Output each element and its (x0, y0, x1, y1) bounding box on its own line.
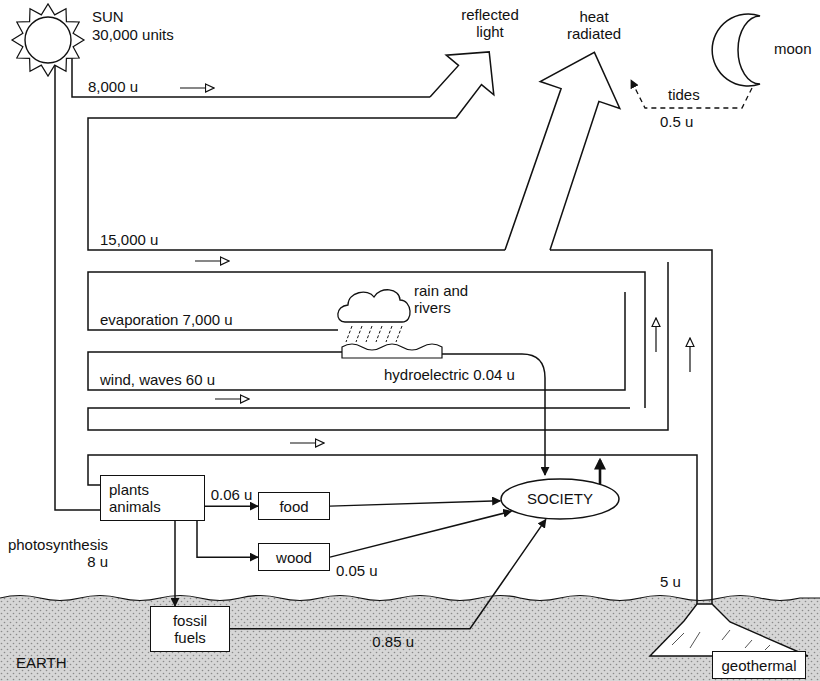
flow-value: 0.05 u (336, 562, 378, 579)
tides-flow (631, 80, 752, 108)
energy-flow-arrow (330, 511, 511, 557)
energy-value: 15,000 u (100, 231, 158, 248)
energy-flow-arrow (330, 501, 500, 506)
node-text: geothermal (722, 657, 797, 674)
node-text: SOCIETY (527, 490, 593, 507)
society-ellipse: SOCIETY (500, 478, 620, 520)
flow-name: reflected light (452, 6, 528, 41)
moon-crescent (712, 14, 760, 86)
energy-flow-arrow (174, 521, 176, 607)
society-heat-flow (599, 460, 602, 484)
pipe-wall (550, 250, 712, 604)
flow-mark (655, 318, 656, 352)
energy-value: 8,000 u (88, 78, 138, 95)
node-text: food (279, 498, 308, 515)
flow-name: evaporation 7,000 u (100, 311, 233, 328)
flow-name: rain and rivers (414, 282, 476, 317)
product-box: food (258, 492, 330, 520)
node-text: plants animals (109, 481, 171, 516)
flow-mark (195, 260, 229, 261)
ellipse-outline (501, 479, 619, 519)
reflected-light-arrow (430, 52, 494, 118)
energy-flow-arrow (205, 505, 258, 507)
sun-disc (25, 17, 71, 63)
pipe-wall (72, 44, 430, 97)
pipe-wall (55, 60, 100, 510)
sun (12, 4, 84, 76)
rain (346, 326, 402, 342)
flow-name: photosynthesis 8 u (2, 536, 108, 571)
region-name: EARTH (16, 654, 67, 671)
node-text: fossil fuels (165, 612, 215, 647)
energy-flow-arrow (197, 521, 258, 558)
volcano-hatching (672, 630, 770, 650)
pipe-wall (88, 272, 645, 408)
energy-flow-arrow (230, 519, 546, 628)
flow-value: 0.06 u (211, 486, 253, 503)
source-name: SUN (92, 8, 124, 25)
pipe-wall (88, 455, 697, 604)
flow-mark (689, 338, 690, 372)
product-box: wood (258, 543, 330, 571)
flow-name: heat radiated (560, 8, 628, 43)
volcano (650, 604, 808, 656)
sun-rays (12, 4, 84, 76)
energy-value: 0.5 u (660, 113, 693, 130)
flow-mark (180, 87, 214, 88)
flow-pipes (55, 44, 712, 604)
flow-mark (215, 398, 249, 399)
organism-box: plants animals (100, 475, 205, 521)
water-surface (342, 344, 442, 358)
flow-direction-marks (180, 88, 690, 443)
flow-name: hydroelectric 0.04 u (384, 366, 515, 383)
pipe-wall (88, 118, 505, 250)
earth-ground (0, 596, 820, 681)
flow-name: tides (668, 86, 700, 103)
flow-name: wind, waves 60 u (100, 371, 215, 388)
flow-mark (290, 442, 324, 443)
energy-value: 30,000 units (92, 26, 174, 43)
rain-cloud (338, 290, 410, 322)
source-name: moon (774, 40, 812, 57)
energy-value: 5 u (660, 573, 681, 590)
reservoir-box: fossil fuels (150, 606, 230, 652)
flow-value: 0.85 u (372, 633, 414, 650)
heat-radiated-arrow (505, 52, 620, 250)
node-text: wood (276, 549, 312, 566)
source-box: geothermal (712, 651, 806, 679)
pipe-wall (88, 262, 668, 430)
